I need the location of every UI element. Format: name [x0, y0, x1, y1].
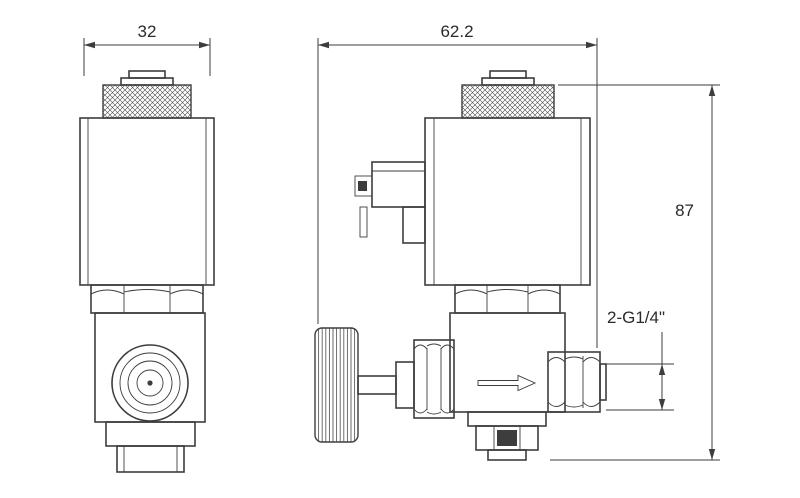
dimension-side-width: 62.2	[317, 22, 598, 348]
outlet-port-nut	[547, 351, 601, 413]
front-cap-knob-flange	[120, 77, 174, 86]
connector-pin	[359, 206, 368, 238]
side-knurled-cap	[461, 84, 555, 119]
din-connector	[354, 161, 426, 244]
dimension-arrow-icon	[708, 449, 716, 460]
side-outlet-port	[547, 351, 607, 413]
front-coil-body	[79, 117, 215, 286]
outlet-port-end	[599, 363, 607, 401]
port-center-dot	[147, 380, 153, 386]
dimension-arrow-icon	[658, 364, 666, 375]
dimension-arrow-icon	[199, 41, 210, 49]
bottom-port-flange	[467, 411, 547, 427]
port-circle	[136, 369, 164, 397]
hex-chamfer-arcs	[547, 356, 601, 408]
side-bottom-port	[467, 411, 547, 461]
side-cap-knob-flange	[481, 77, 535, 86]
dimension-arrow-icon	[658, 399, 666, 410]
port-circle	[119, 352, 181, 414]
port-spec-label: 2-G1/4"	[607, 308, 665, 327]
bottom-port-opening	[497, 430, 517, 446]
dimension-overall-height: 87	[550, 84, 720, 461]
hex-chamfer-arcs	[454, 289, 561, 295]
port-circle	[127, 360, 173, 406]
override-shaft	[357, 375, 397, 395]
dimension-arrow-icon	[84, 41, 95, 49]
dimension-port-spec: 2-G1/4"	[606, 308, 674, 411]
flow-direction-arrow-icon	[477, 374, 537, 392]
bottom-port-tip	[487, 449, 527, 461]
front-cap-knob-top	[128, 70, 166, 79]
dimension-label-overall-height: 87	[675, 201, 694, 220]
connector-spade-terminal	[354, 175, 373, 197]
connector-terminal-slot	[358, 181, 367, 191]
manual-override-knob	[314, 327, 359, 443]
front-valve-body	[94, 312, 206, 423]
side-coil-body	[424, 117, 591, 286]
dimension-arrow-icon	[318, 41, 329, 49]
dimension-label-side-width: 62.2	[440, 22, 473, 41]
front-bottom-port	[116, 445, 185, 473]
dimension-label-front-width: 32	[138, 22, 157, 41]
dimension-arrow-icon	[586, 41, 597, 49]
front-view	[79, 70, 215, 473]
front-knurled-cap	[102, 84, 192, 119]
connector-lower-block	[402, 206, 426, 244]
port-outer-circle	[111, 344, 189, 422]
side-cap-knob-top	[489, 70, 527, 79]
front-base-step	[105, 421, 196, 447]
dimension-front-width: 32	[83, 22, 211, 76]
hex-chamfer-arcs	[90, 289, 204, 295]
dimension-arrow-icon	[708, 85, 716, 96]
manual-override-assembly	[314, 327, 455, 443]
hex-chamfer-arcs	[413, 343, 455, 415]
connector-housing	[371, 161, 426, 208]
override-gland-nut	[413, 339, 455, 419]
override-washer	[395, 361, 415, 409]
side-view	[314, 70, 607, 461]
front-port-circles	[111, 344, 189, 422]
